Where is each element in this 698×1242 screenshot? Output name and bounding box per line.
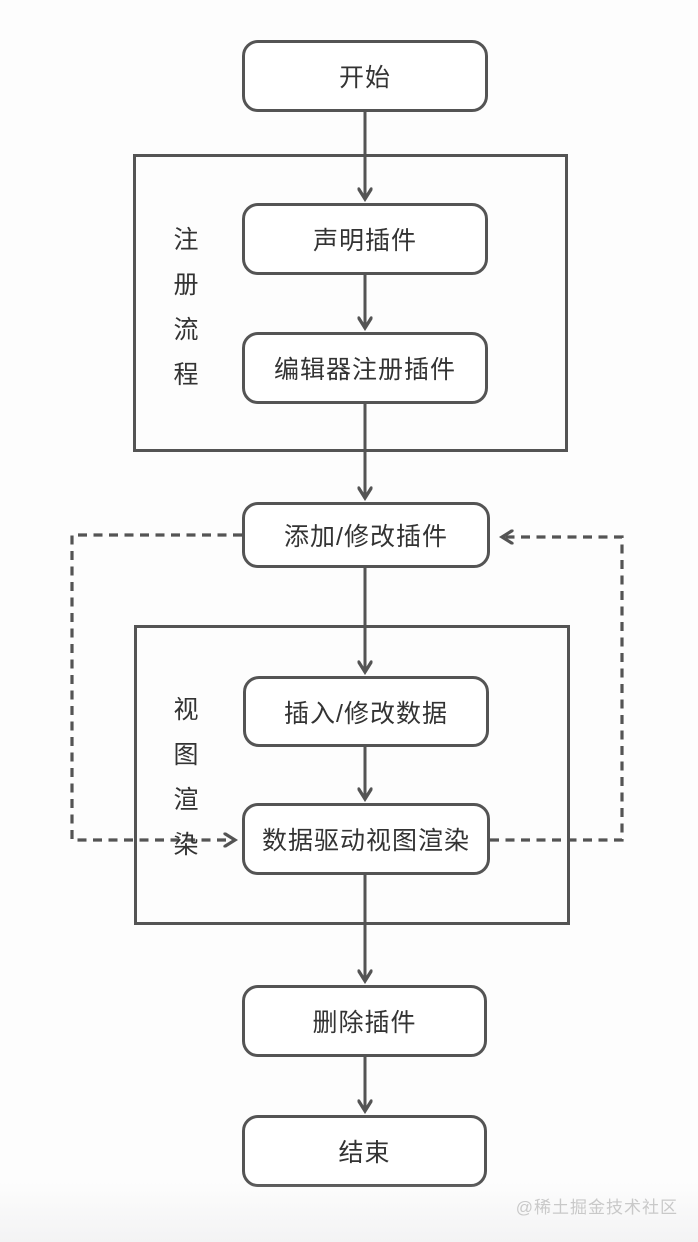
node-end: 结束 [242,1115,487,1187]
node-editor-register-plugin: 编辑器注册插件 [242,332,488,404]
node-delete-plugin: 删除插件 [242,985,487,1057]
group-box-registration [133,154,568,452]
edge-render-addmodify-dashed-right [490,537,624,842]
group-label-registration: 注册流程 [173,226,199,389]
node-declare-plugin: 声明插件 [242,203,488,275]
edge-addmodify-render-dashed-left [70,533,242,840]
node-add-modify-plugin: 添加/修改插件 [242,502,490,568]
node-insert-modify-data: 插入/修改数据 [243,676,489,747]
group-label-view-render: 视图渲染 [173,696,199,859]
group-box-view-render [134,625,570,925]
watermark: @稀土掘金技术社区 [515,1198,678,1217]
node-data-driven-view-render: 数据驱动视图渲染 [242,803,490,875]
node-start: 开始 [242,40,488,112]
footer-fade [0,1182,698,1242]
